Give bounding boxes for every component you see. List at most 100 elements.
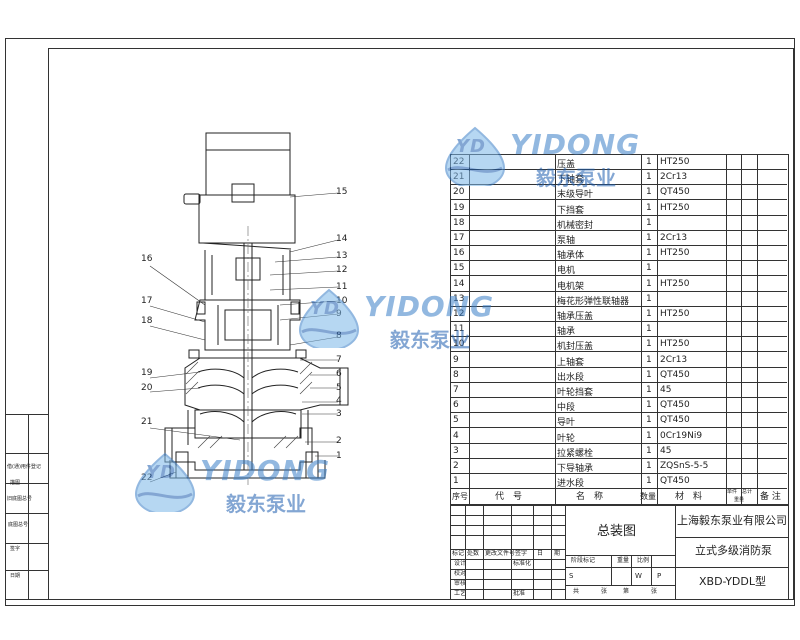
bom-cell-name: 轴承体 [557, 251, 585, 262]
bom-header-name: 名 称 [576, 492, 604, 502]
role-review: 审核 [454, 580, 467, 587]
stage-mark-label: 阶段标记 [571, 557, 596, 564]
bom-cell-name: 压盖 [557, 160, 576, 170]
bom-cell-no: 12 [453, 309, 465, 319]
bom-cell-no: 19 [453, 202, 465, 213]
strip-label-old-drawing-no: 旧底图总号 [7, 496, 33, 502]
bom-cell-material: QT450 [660, 369, 690, 380]
watermark-bottom-subtitle: 毅东泵业 [226, 492, 306, 516]
callout-3: 3 [336, 409, 342, 419]
strip-label-drawing-no: 底图总号 [8, 522, 29, 528]
bom-cell-qty: 1 [646, 157, 652, 167]
bom-cell-name: 下导轴承 [557, 464, 594, 474]
sheet-unit-label-2: 张 [651, 588, 658, 595]
bom-cell-qty: 1 [646, 233, 652, 243]
bom-cell-qty: 1 [646, 445, 652, 456]
product-name: 立式多级消防泵 [695, 544, 772, 557]
bom-cell-material: QT450 [660, 400, 690, 411]
stage-mark-p: P [657, 572, 662, 580]
bom-cell-qty: 1 [646, 461, 652, 471]
callout-17: 17 [141, 296, 153, 306]
callout-15: 15 [336, 187, 348, 197]
bom-cell-qty: 1 [646, 248, 652, 259]
sheet-index-label: 第 [623, 588, 630, 595]
callout-18: 18 [141, 316, 153, 326]
sign-header-change-doc: 更改文件号 [485, 550, 516, 557]
sign-header-period: 期 [554, 550, 561, 557]
role-process: 工艺 [454, 590, 467, 597]
bom-cell-no: 20 [453, 187, 465, 198]
bom-cell-qty: 1 [646, 385, 652, 395]
bom-cell-qty: 1 [646, 217, 652, 228]
bom-cell-qty: 1 [646, 324, 652, 335]
callout-4: 4 [336, 396, 342, 406]
callout-21: 21 [141, 417, 153, 427]
bom-cell-no: 7 [453, 385, 459, 395]
bom-header: 序号 代 号 名 称 数量 材 料 单件 总计 重量 备 注 [450, 488, 787, 505]
outer-frame [5, 38, 795, 606]
callout-2: 2 [336, 436, 342, 446]
bom-cell-name: 轴承压盖 [557, 312, 594, 322]
bom-cell-no: 3 [453, 445, 459, 456]
water-drop-logo-icon [444, 126, 506, 186]
bom-cell-no: 14 [453, 278, 465, 289]
callout-7: 7 [336, 355, 342, 365]
bom-table [450, 154, 789, 506]
inner-frame [48, 48, 794, 600]
bom-cell-material: HT250 [660, 339, 690, 350]
sign-header-count: 处数 [467, 550, 480, 557]
bom-cell-name: 拉紧螺栓 [557, 448, 594, 459]
strip-label-shared-parts: 借(通)用件登记 [7, 464, 41, 470]
bom-cell-name: 末级导叶 [557, 190, 594, 201]
bom-cell-qty: 1 [646, 172, 652, 183]
title-block: 标记 处数 更改文件号 签字 日 期 设计 校对 审核 工艺 标准化 批准 总装… [450, 504, 789, 600]
bom-cell-qty: 1 [646, 354, 652, 365]
bom-cell-name: 轴承 [557, 327, 576, 338]
bom-cell-no: 6 [453, 400, 459, 411]
sign-header-signature: 签字 [515, 550, 528, 557]
bom-cell-material: HT250 [660, 278, 690, 289]
bom-cell-no: 4 [453, 430, 459, 441]
bom-cell-name: 上轴套 [557, 357, 585, 368]
company-name: 上海毅东泵业有限公司 [677, 514, 787, 527]
bom-cell-qty: 1 [646, 278, 652, 289]
callout-19: 19 [141, 368, 153, 378]
bom-cell-name: 导叶 [557, 418, 576, 429]
bom-header-no: 序号 [452, 492, 468, 501]
bom-cell-material: HT250 [660, 202, 690, 213]
model-number: XBD-YDDL型 [699, 575, 767, 588]
strip-label-date: 日期 [10, 573, 21, 579]
bom-cell-qty: 1 [646, 339, 652, 350]
weight-label: 重量 [617, 557, 630, 564]
bom-cell-material: 2Cr13 [660, 354, 688, 365]
watermark-bottom: YD YIDONG 毅东泵业 [130, 450, 390, 520]
bom-cell-no: 5 [453, 415, 459, 426]
callout-13: 13 [336, 251, 348, 261]
watermark-middle-letters: YD [310, 298, 340, 319]
role-check: 校对 [454, 570, 467, 577]
bom-cell-material: QT450 [660, 187, 690, 198]
bom-cell-name: 泵轴 [557, 236, 576, 246]
bom-cell-qty: 1 [646, 415, 652, 426]
water-drop-logo-icon [134, 452, 196, 512]
bom-cell-no: 2 [453, 461, 459, 471]
bom-row: 5 导叶 1 QT450 [450, 412, 787, 429]
bom-cell-material: QT450 [660, 415, 690, 426]
bom-cell-name: 机封压盖 [557, 342, 594, 353]
role-design: 设计 [454, 560, 467, 567]
sign-header-mark: 标记 [452, 550, 465, 557]
watermark-middle-subtitle: 毅东泵业 [390, 328, 470, 352]
bom-cell-material: 2Cr13 [660, 172, 688, 183]
